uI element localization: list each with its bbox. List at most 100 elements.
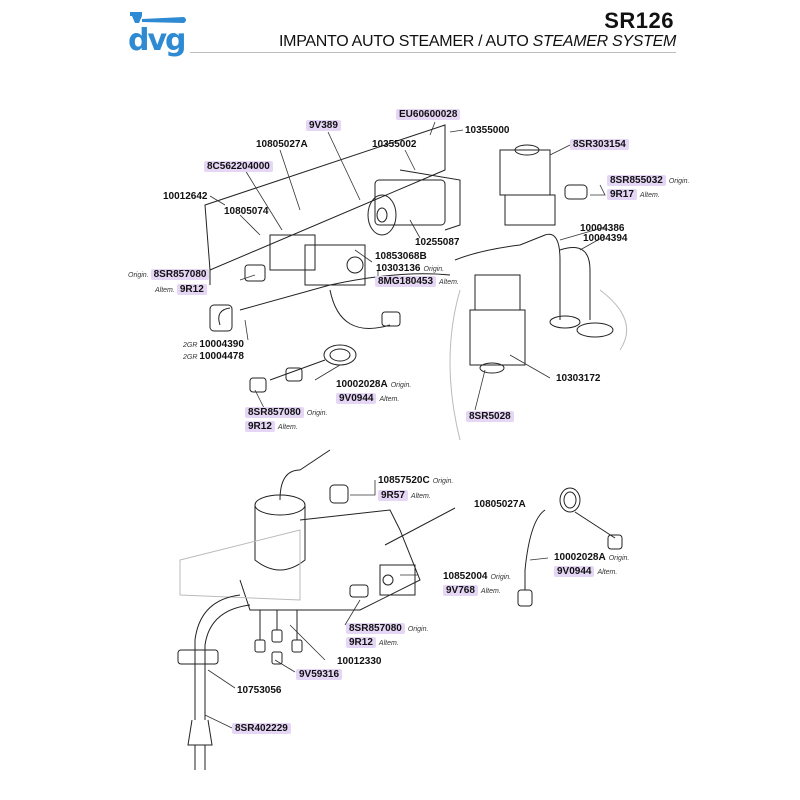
part-code: 10004386: [580, 223, 625, 234]
part-code: 9V389: [306, 120, 341, 131]
origin-note: Origin.: [423, 266, 445, 273]
part-code: EU60600028: [396, 109, 461, 120]
part-code: 9R12: [346, 637, 376, 648]
screws-lower: [254, 610, 303, 665]
part-label[interactable]: 10012330: [337, 655, 382, 668]
coil-pipe-lower: [384, 487, 623, 607]
part-code: 10012330: [337, 656, 382, 667]
part-label[interactable]: 8SR402229: [232, 722, 291, 735]
part-code: 10303136: [376, 263, 421, 274]
part-code: 8MG180453: [375, 276, 437, 287]
part-code: 9R17: [607, 189, 637, 200]
altern-note: Altem.: [480, 588, 501, 595]
part-label[interactable]: 10012642: [163, 190, 208, 203]
steam-wand: [177, 594, 251, 770]
origin-note: Origin.: [432, 478, 454, 485]
part-label[interactable]: Origin.8SR857080: [128, 268, 210, 282]
part-code: 9V59316: [296, 669, 343, 680]
altern-note: Altem.: [410, 493, 431, 500]
part-code: 10255087: [415, 237, 460, 248]
part-code: 10805074: [224, 206, 269, 217]
part-code: 8SR857080: [346, 623, 405, 634]
part-code: 9R57: [378, 490, 408, 501]
part-label[interactable]: 10355000: [465, 124, 510, 137]
part-code: 10355000: [465, 125, 510, 136]
origin-note: Origin.: [390, 382, 412, 389]
pipes-upper: [209, 233, 614, 393]
part-code: 8C562204000: [204, 161, 273, 172]
part-label[interactable]: 10805074: [224, 205, 269, 218]
part-code: 10857520C: [378, 475, 430, 486]
origin-note: Origin.: [668, 178, 690, 185]
solenoid-valve-left: [269, 234, 366, 286]
altern-note: Altem.: [379, 396, 400, 403]
part-code: 10303172: [556, 373, 601, 384]
part-code: 10004394: [583, 233, 628, 244]
part-label[interactable]: 10004394: [583, 232, 628, 245]
part-label[interactable]: 10303172: [556, 372, 601, 385]
part-label[interactable]: Altem.9R12: [155, 283, 207, 297]
part-code: 10805027A: [474, 499, 526, 510]
part-code: 10852004: [443, 571, 488, 582]
altern-note: Altem.: [155, 287, 175, 294]
part-label[interactable]: 9V59316: [296, 668, 343, 681]
part-code: 8SR5028: [466, 411, 514, 422]
part-code: 10002028A: [554, 552, 606, 563]
background-frame-lower: [179, 529, 301, 601]
dvg-logo: dvg: [128, 10, 188, 62]
leader-lines-upper: [209, 121, 606, 411]
part-code: 9R12: [176, 284, 207, 295]
part-code: 9V768: [443, 585, 478, 596]
leader-lines-lower: [204, 480, 549, 729]
part-label[interactable]: 9V389: [306, 119, 341, 132]
part-label[interactable]: 8SR303154: [570, 138, 629, 151]
part-label[interactable]: 10355002: [372, 138, 417, 151]
part-code: 9V0944: [554, 566, 595, 577]
part-label[interactable]: 10805027A: [474, 498, 526, 511]
altern-note: Altem.: [277, 424, 298, 431]
part-code: 10805027A: [256, 139, 308, 150]
model-code: SR126: [604, 8, 674, 33]
part-label[interactable]: 10805027A: [256, 138, 308, 151]
solenoid-valve-top-right: [499, 144, 588, 226]
header-divider: [190, 52, 676, 53]
part-code: 9R12: [245, 421, 275, 432]
part-code: 10004478: [199, 351, 244, 362]
altern-note: Altem.: [378, 640, 399, 647]
part-label[interactable]: EU60600028: [396, 108, 461, 121]
part-label[interactable]: 10753056: [237, 684, 282, 697]
part-label[interactable]: 10853068B: [375, 250, 427, 263]
part-label[interactable]: 10004386: [580, 222, 625, 235]
part-label[interactable]: 8C562204000: [204, 160, 273, 173]
title-italian: IMPANTO AUTO STEAMER / AUTO: [279, 33, 533, 50]
base-bracket: [239, 484, 421, 611]
part-code: 8SR855032: [607, 175, 666, 186]
origin-note: Origin.: [490, 574, 512, 581]
solenoid-valve-bottom-right: [469, 274, 526, 374]
part-code: 10004390: [199, 339, 244, 350]
origin-note: Origin.: [128, 272, 149, 279]
steam-motor: [367, 169, 461, 236]
part-code: 10012642: [163, 191, 208, 202]
part-label[interactable]: 8SR5028: [466, 410, 514, 423]
part-label[interactable]: 10255087: [415, 236, 460, 249]
